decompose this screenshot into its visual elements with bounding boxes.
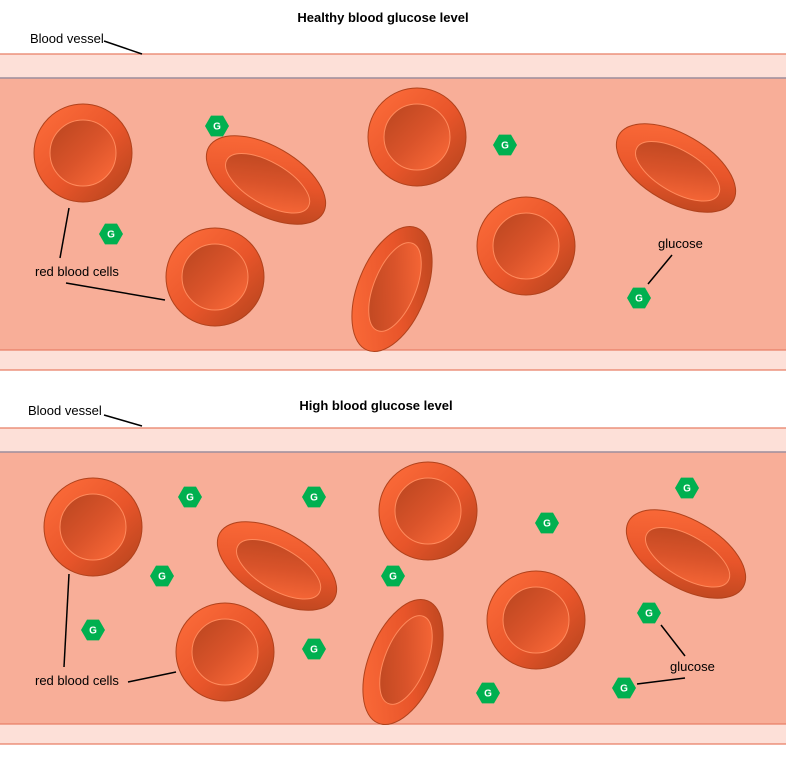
svg-text:G: G — [620, 684, 628, 695]
red-blood-cell-tilted — [625, 509, 747, 599]
svg-text:G: G — [186, 493, 194, 504]
red-blood-cell-tilted — [216, 521, 338, 611]
red-blood-cell — [476, 196, 576, 296]
glucose-molecule: G — [627, 287, 651, 309]
svg-text:G: G — [213, 122, 221, 133]
rbc-label-leader — [65, 282, 166, 301]
svg-text:G: G — [543, 519, 551, 530]
svg-text:G: G — [484, 689, 492, 700]
glucose-molecule: G — [612, 677, 636, 699]
glucose-molecule: G — [302, 638, 326, 660]
rbc-label-leader — [59, 207, 70, 259]
svg-text:G: G — [107, 230, 115, 241]
glucose-molecule: G — [205, 115, 229, 137]
vessel-wall-bottom — [0, 723, 786, 745]
glucose-label-leader — [647, 254, 673, 285]
glucose-molecule: G — [675, 477, 699, 499]
glucose-molecule: G — [535, 512, 559, 534]
vessel-label: Blood vessel — [30, 31, 104, 46]
red-blood-cell — [43, 477, 143, 577]
svg-text:G: G — [158, 572, 166, 583]
vessel-wall-top — [0, 427, 786, 453]
vessel-wall-top — [0, 53, 786, 79]
red-blood-cell — [378, 461, 478, 561]
svg-text:G: G — [683, 484, 691, 495]
vessel-label-leader — [103, 40, 143, 55]
rbc-label: red blood cells — [35, 264, 119, 279]
svg-text:G: G — [635, 294, 643, 305]
healthy-panel: Healthy blood glucose level Blood vessel — [0, 10, 786, 371]
glucose-molecule: G — [150, 565, 174, 587]
rbc-label: red blood cells — [35, 673, 119, 688]
red-blood-cell-tilted — [362, 598, 444, 726]
svg-text:G: G — [389, 572, 397, 583]
red-blood-cell — [165, 227, 265, 327]
glucose-molecule: G — [99, 223, 123, 245]
glucose-label-leader — [660, 624, 686, 657]
glucose-molecule: G — [493, 134, 517, 156]
healthy-panel-title: Healthy blood glucose level — [297, 10, 468, 25]
rbc-label-leader — [63, 573, 70, 668]
vessel-wall-bottom — [0, 349, 786, 371]
svg-text:G: G — [501, 141, 509, 152]
svg-text:G: G — [89, 626, 97, 637]
glucose-label-leader — [636, 677, 686, 685]
glucose-molecule: G — [302, 486, 326, 508]
glucose-molecule: G — [637, 602, 661, 624]
glucose-label: glucose — [670, 659, 715, 674]
svg-text:G: G — [310, 493, 318, 504]
high-panel: High blood glucose level Blood vessel — [0, 398, 786, 745]
red-blood-cell — [367, 87, 467, 187]
red-blood-cell — [486, 570, 586, 670]
glucose-molecule: G — [178, 486, 202, 508]
svg-text:G: G — [310, 645, 318, 656]
glucose-molecule: G — [81, 619, 105, 641]
vessel-label: Blood vessel — [28, 403, 102, 418]
svg-text:G: G — [645, 609, 653, 620]
vessel-label-leader — [103, 414, 143, 427]
red-blood-cell-tilted — [351, 225, 433, 353]
rbc-label-leader — [127, 671, 177, 683]
glucose-label: glucose — [658, 236, 703, 251]
red-blood-cell — [33, 103, 133, 203]
red-blood-cell-tilted — [205, 135, 327, 225]
glucose-molecule: G — [381, 565, 405, 587]
red-blood-cell-tilted — [615, 123, 737, 213]
glucose-molecule: G — [476, 682, 500, 704]
red-blood-cell — [175, 602, 275, 702]
high-panel-title: High blood glucose level — [299, 398, 452, 413]
